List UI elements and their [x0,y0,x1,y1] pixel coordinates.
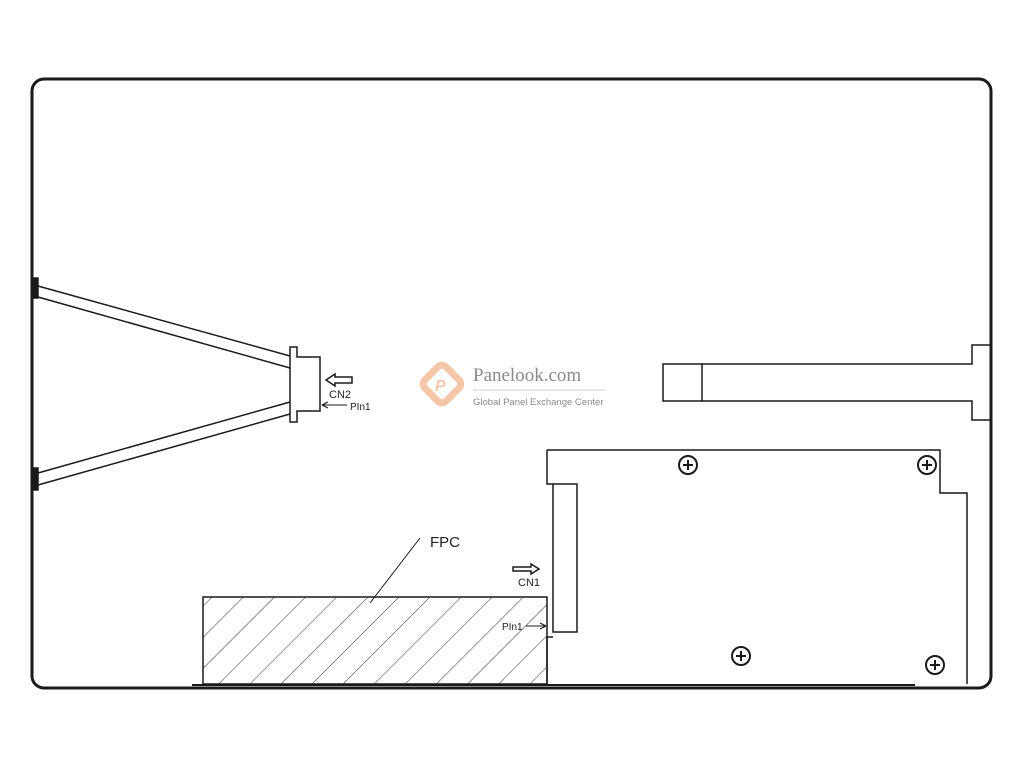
right-cable [662,344,991,421]
screw-icon [917,455,937,475]
panel-outline [30,77,993,690]
cn2-connector [289,346,321,423]
screw-icon [731,646,751,666]
fpc-leader-line [369,537,421,604]
screw-icon [925,655,945,675]
cn1-pin1-label: PIn1 [502,622,523,633]
cn2-label: CN2 [329,389,351,401]
cn2-pin1-label: PIn1 [350,402,371,413]
cn1-arrow-icon [512,562,541,576]
control-board [546,449,968,684]
fpc-label: FPC [430,534,460,551]
cn2-pin-arrow-icon [321,401,347,409]
cn1-label: CN1 [518,577,540,589]
watermark-title: Panelook.com [473,365,581,386]
svg-text:P: P [435,378,446,395]
left-cable [31,277,291,491]
watermark-subtitle: Global Panel Exchange Center [473,397,603,408]
cn2-arrow-icon [324,372,353,388]
screw-icon [678,455,698,475]
cn1-connector [552,483,578,633]
watermark-logo: P [419,361,465,407]
fpc-hatched-area [202,596,548,685]
